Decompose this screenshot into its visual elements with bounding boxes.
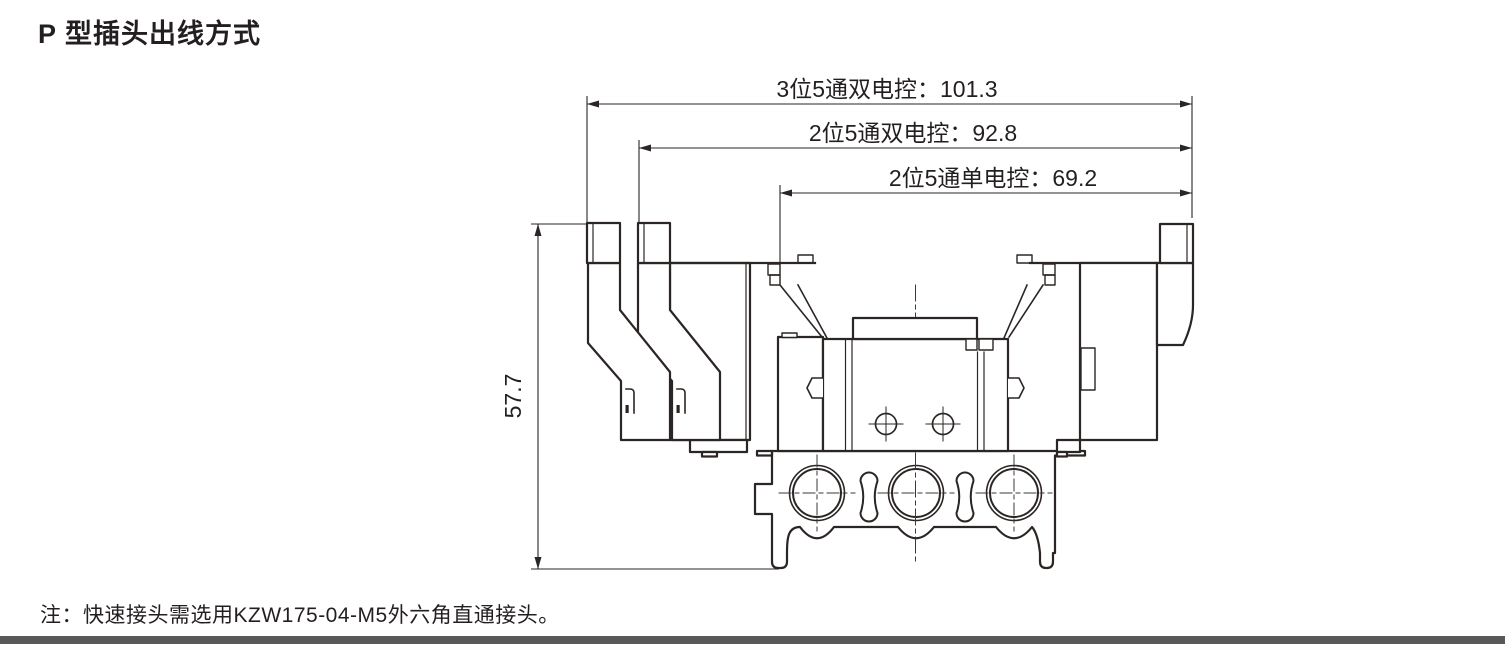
- manual-override-right: [1007, 377, 1025, 399]
- right-box-slot: [1080, 347, 1096, 391]
- dim-label-height: 57.7: [500, 374, 526, 419]
- footnote: 注：快速接头需选用KZW175-04-M5外六角直通接头。: [40, 604, 560, 627]
- cap-clip-right: [978, 338, 994, 351]
- manifold-base: [753, 449, 1087, 570]
- dim-label-3pos-double: 3位5通双电控：101.3: [776, 76, 997, 102]
- mounting-screws: [868, 406, 961, 442]
- dim-label-2pos-single: 2位5通单电控：69.2: [889, 165, 1097, 191]
- right-box-foot-tab: [1055, 450, 1069, 458]
- base-left-tab: [755, 449, 774, 457]
- right-plug: [1155, 222, 1195, 347]
- dogbone-slot-left: [859, 471, 879, 523]
- dim-width-2pos-double: [639, 144, 1192, 152]
- dim-width-2pos-single: [780, 189, 1192, 197]
- dim-width-3pos-double: [587, 100, 1192, 108]
- valve-top-cap: [851, 316, 979, 341]
- dim-label-2pos-double: 2位5通双电控：92.8: [809, 120, 1017, 146]
- left-plug-2-neck: [636, 221, 672, 265]
- page-title: P 型插头出线方式: [38, 19, 262, 49]
- left-slant-line-outer: [778, 283, 824, 339]
- right-solenoid-box: [1055, 261, 1159, 458]
- port-circle-left-inner: [792, 468, 842, 518]
- page-divider-bar: [0, 636, 1505, 644]
- left-box-foot-tab: [700, 450, 719, 458]
- extension-lines: [531, 96, 1193, 570]
- center-lines: [778, 284, 1053, 564]
- manifold-outline: [753, 449, 1087, 570]
- manual-override-left: [806, 377, 824, 399]
- dogbone-slots: [859, 471, 975, 523]
- dimension-annotations: 3位5通双电控：101.3 2位5通双电控：92.8 2位5通单电控：69.2 …: [500, 76, 1193, 570]
- left-plug-1-neck: [585, 221, 622, 265]
- cap-clip-left: [965, 338, 978, 351]
- dim-height: [534, 224, 542, 569]
- valve-body-main: [821, 337, 1010, 453]
- left-box-foot: [688, 438, 749, 454]
- valve-assembly: [585, 221, 1195, 570]
- dogbone-slot-right: [955, 471, 975, 523]
- right-plug-neck: [1158, 222, 1195, 265]
- left-plug-1: [585, 221, 672, 442]
- valve-body: [776, 316, 1025, 453]
- left-slant-line-inner: [796, 283, 829, 340]
- left-flange: [668, 254, 829, 340]
- right-slant-line-outer: [1007, 283, 1045, 339]
- port-circle-right-inner: [989, 468, 1039, 518]
- right-box-foot: [1055, 438, 1082, 454]
- right-slant-line-inner: [1002, 283, 1029, 340]
